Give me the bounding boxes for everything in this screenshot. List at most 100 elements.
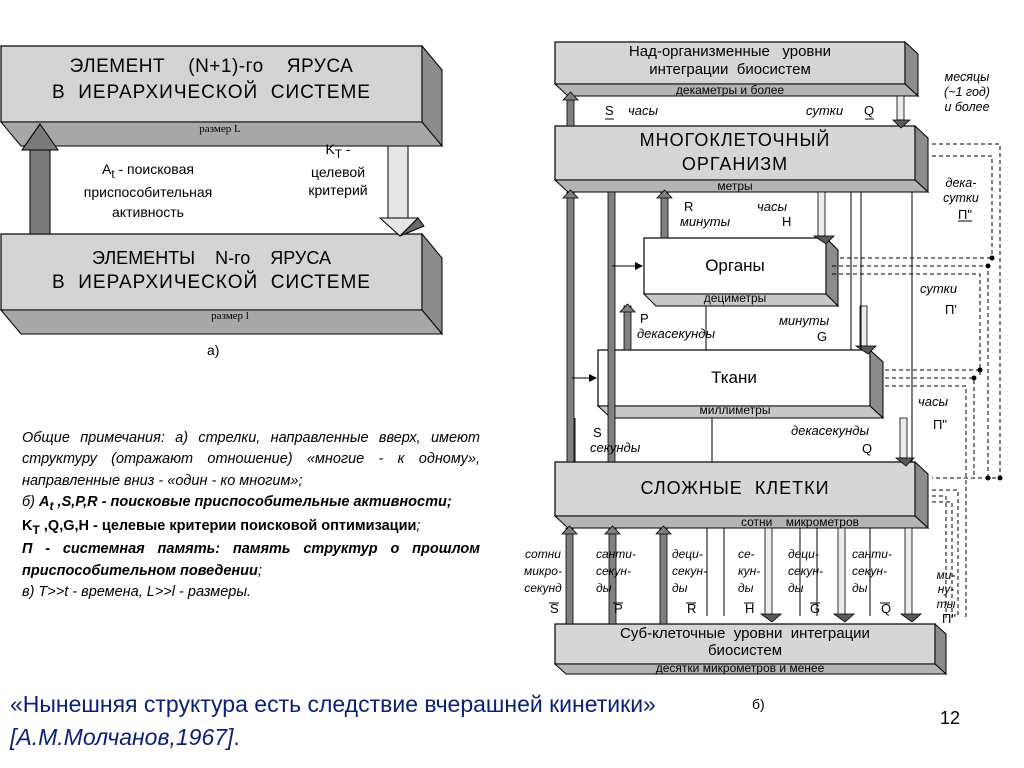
organs-block — [642, 236, 840, 308]
col2-label: санти- секун- ды — [596, 546, 636, 596]
col6-l3: ды — [852, 580, 868, 595]
search-activity-symbol: At - поисковая — [102, 161, 194, 181]
minutes-label: ми- ну- ты — [926, 568, 966, 611]
organs-title: Органы — [705, 256, 765, 275]
bottom-block-line2: В ИЕРАРХИЧЕСКОЙ СИСТЕМЕ — [52, 272, 371, 293]
col3-label: деци- секун- ды — [672, 546, 707, 596]
col2-l2: секун- — [596, 563, 631, 578]
organs-r-symbol: R — [684, 199, 694, 214]
col4-l2: кун- — [738, 563, 761, 578]
top-block-line1: ЭЛЕМЕНТ (N+1)-го ЯРУСА — [69, 56, 354, 77]
top-size-label: размер L — [199, 123, 241, 135]
col1-l2: микро- — [524, 563, 562, 578]
col2-symbol: P — [614, 601, 623, 616]
col3-l1: деци- — [672, 547, 703, 561]
bottom-tier-block — [0, 232, 444, 336]
col6-l1: санти- — [852, 547, 892, 561]
tissues-block — [596, 348, 885, 420]
col4-l3: ды — [738, 580, 754, 595]
col4-l1: се- — [738, 547, 755, 561]
note-target-criteria: KT ,Q,G,H - целевые критерии поисковой о… — [22, 517, 417, 537]
note-v: в) T>>t - времена, L>>l - размеры. — [22, 583, 252, 600]
days-memory: П' — [945, 302, 957, 317]
general-notes: Общие примечания: а) стрелки, направленн… — [22, 428, 480, 603]
organism-line1: МНОГОКЛЕТОЧНЫЙ — [639, 130, 831, 150]
col6-label: санти- секун- ды — [852, 546, 892, 596]
through-lines — [574, 192, 913, 616]
col5-symbol: G — [810, 601, 821, 616]
subcellular-line1: Суб-клеточные уровни интеграции — [620, 625, 870, 642]
target-criterion-down-arrow — [378, 145, 425, 237]
col5-l3: ды — [788, 580, 804, 595]
supra-q-symbol: Q — [864, 103, 875, 118]
col5-l2: секун- — [788, 563, 823, 578]
col6-symbol: Q — [881, 601, 892, 616]
supra-s-symbol: S — [605, 103, 614, 118]
col1-l3: секунд — [524, 580, 562, 595]
col3-symbol: R — [687, 601, 697, 616]
supra-organism-block — [553, 40, 920, 98]
subcellular-block — [553, 622, 948, 676]
quote-text: «Нынешняя структура есть следствие вчера… — [10, 691, 656, 717]
molchanov-quote: «Нынешняя структура есть следствие вчера… — [10, 688, 730, 755]
bottom-size-label: размер l — [211, 310, 249, 322]
col2-l1: санти- — [596, 547, 636, 561]
tissues-size: миллиметры — [699, 403, 771, 417]
col4-label: се- кун- ды — [738, 546, 760, 596]
up-arrows — [561, 91, 673, 625]
subcellular-size: десятки микрометров и менее — [655, 661, 825, 675]
col1-symbol: S — [550, 601, 559, 616]
supra-size: декаметры и более — [675, 83, 785, 97]
col1-label: сотни микро- секунд — [516, 546, 570, 596]
bottom-block-line1: ЭЛЕМЕНТЫ N-го ЯРУСА — [92, 248, 331, 268]
col4-symbol: H — [745, 601, 755, 616]
cells-q-symbol: Q — [862, 441, 873, 456]
target-criterion-line3: критерий — [308, 182, 368, 199]
note-memory-suffix: ; — [257, 562, 262, 579]
col5-label: деци- секун- ды — [788, 546, 823, 596]
hours-memory: П" — [933, 417, 947, 432]
tissues-p-symbol: P — [640, 311, 649, 326]
note-b-prefix: б) — [22, 493, 40, 510]
organs-h-time: часы — [757, 199, 788, 214]
supra-line2: интеграции биосистем — [649, 61, 811, 78]
minutes-l1: ми- — [936, 568, 956, 582]
tissues-title: Ткани — [711, 368, 757, 387]
organs-r-time: минуты — [680, 214, 731, 229]
col5-l1: деци- — [788, 547, 819, 561]
top-block-line2: В ИЕРАРХИЧЕСКОЙ СИСТЕМЕ — [52, 82, 371, 103]
deka-memory: П" — [958, 207, 972, 222]
supra-line1: Над-организменные уровни — [628, 43, 832, 60]
deka-label-2: сутки — [943, 191, 979, 205]
page-number: 12 — [940, 708, 961, 728]
organism-block — [553, 124, 930, 194]
quote-end: . — [233, 724, 240, 751]
caption-a: а) — [207, 342, 220, 358]
note-target-suffix: ; — [416, 517, 421, 534]
complex-cells-block — [553, 460, 930, 530]
memory-feedback-lines — [832, 143, 1001, 618]
col3-l2: секун- — [672, 563, 707, 578]
cells-s-time: секунды — [590, 440, 641, 455]
top-tier-block — [0, 44, 444, 148]
junction-dots — [971, 255, 1003, 481]
months-label-3: и более — [944, 100, 990, 114]
months-label-1: месяцы — [944, 70, 990, 84]
minutes-l2: ну- — [937, 582, 955, 597]
cells-size: сотни микрометров — [740, 515, 859, 529]
symbol-lines — [549, 118, 972, 604]
organism-line2: ОРГАНИЗМ — [681, 154, 789, 174]
search-activity-up-arrow — [21, 123, 59, 235]
down-arrows — [759, 95, 923, 623]
hours-label: часы — [918, 394, 949, 409]
months-label-2: (~1 год) — [944, 85, 990, 99]
caption-b: б) — [752, 696, 765, 712]
days-label: сутки — [920, 281, 958, 296]
organism-size: метры — [717, 179, 753, 193]
subcellular-line2: биосистем — [707, 642, 783, 659]
col2-l3: ды — [596, 580, 612, 595]
col6-l2: секун- — [852, 563, 887, 578]
cells-title: СЛОЖНЫЕ КЛЕТКИ — [640, 478, 830, 498]
deka-label-1: дека- — [945, 176, 977, 190]
